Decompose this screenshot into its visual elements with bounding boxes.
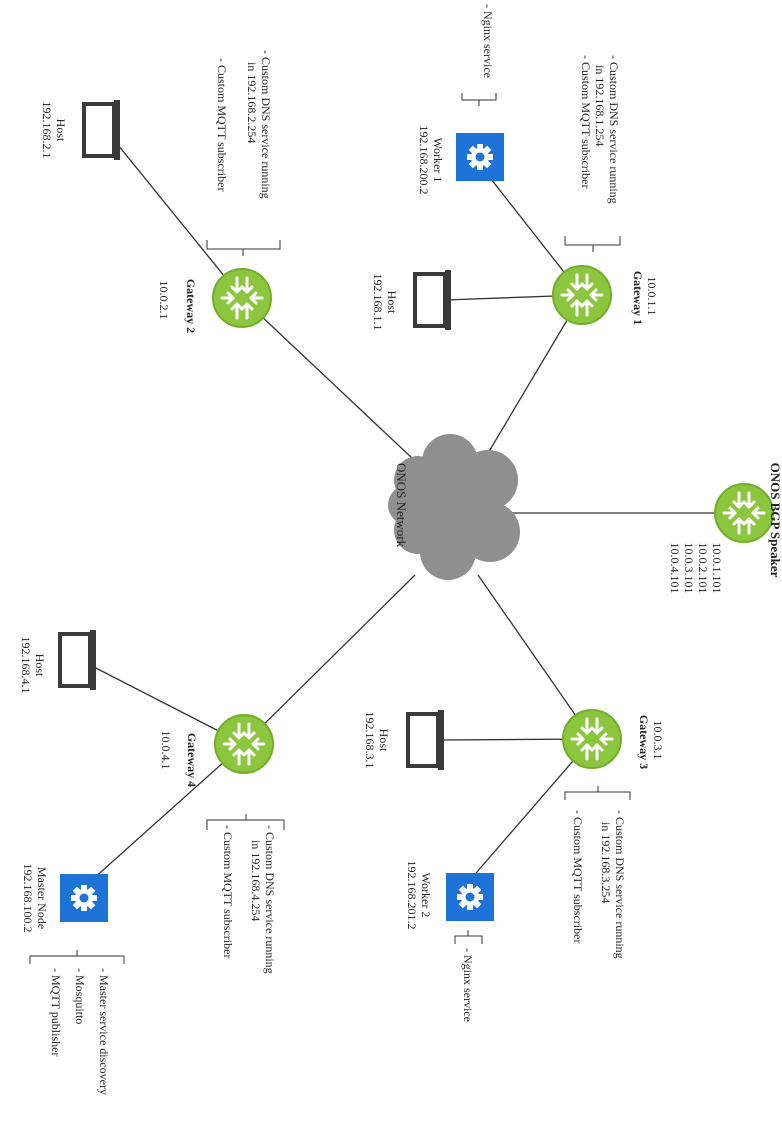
link-gw2-cloud	[241, 297, 431, 476]
master-node-ip: 192.168.100.2	[21, 864, 35, 933]
gateway-2-service-1: - Custom DNS service running	[259, 50, 273, 199]
gateway-2-service-2: in 192.168.2.254	[245, 62, 259, 143]
gateway-1-service-2: in 192.168.1.254	[593, 65, 607, 146]
gateway-1-name: Gateway 1	[631, 271, 645, 325]
gateway-1-ip: 10.0.1.1	[645, 277, 659, 316]
gateway-4-ip: 10.0.4.1	[159, 731, 173, 770]
speaker-ip-2: 10.0.2.101	[696, 543, 710, 594]
onos-network-cloud	[388, 434, 520, 580]
gateway-4-router-icon	[213, 713, 275, 775]
gateway-3-service-1: - Custom DNS service running	[613, 810, 627, 959]
gateway-3-name: Gateway 3	[637, 715, 651, 769]
master-service-2: - Mosquitto	[73, 968, 87, 1024]
worker-1-ip: 192.168.200.2	[417, 126, 431, 195]
gateway-2-service-3: - Custom MQTT subscriber	[215, 58, 229, 191]
link-gw3-cloud	[477, 574, 593, 740]
speaker-ip-4: 10.0.4.101	[668, 543, 682, 594]
bgp-speaker-router-icon	[713, 482, 775, 544]
host-1-ip: 192.168.1.1	[371, 274, 385, 331]
gateway-2-services-brace	[206, 240, 281, 256]
speaker-ip-3: 10.0.3.101	[682, 543, 696, 594]
master-service-3: - MQTT publisher	[49, 968, 63, 1056]
host-3-laptop-icon	[406, 708, 446, 772]
host-1-name: Host	[385, 291, 399, 314]
host-4-laptop-icon	[58, 628, 98, 692]
link-gw4-master	[91, 743, 245, 881]
link-gw3-worker2	[469, 738, 593, 881]
worker-1-name: Worker 1	[431, 138, 445, 183]
link-gw2-host2	[113, 139, 243, 299]
worker-2-gear-icon	[446, 873, 494, 921]
host-2-name: Host	[54, 119, 68, 142]
master-service-1: - Master service discovery	[97, 968, 111, 1095]
gateway-2-name: Gateway 2	[184, 279, 198, 333]
gateway-4-service-1: - Custom DNS service running	[263, 825, 277, 974]
gateway-3-services-brace	[564, 786, 631, 800]
gateway-3-service-3: - Custom MQTT subscriber	[571, 810, 585, 943]
host-3-name: Host	[377, 729, 391, 752]
host-1-laptop-icon	[413, 268, 453, 332]
master-node-name: Master Node	[35, 867, 49, 929]
gateway-1-service-1: - Custom DNS service running	[607, 55, 621, 204]
worker-2-service-1: - Nginx service	[461, 948, 475, 1022]
host-2-laptop-icon	[82, 98, 122, 162]
gateway-2-router-icon	[211, 267, 273, 329]
link-gw1-cloud	[477, 294, 583, 471]
speaker-ip-1: 10.0.1.101	[710, 543, 724, 594]
host-4-name: Host	[33, 654, 47, 677]
gateway-3-service-2: in 192.168.3.254	[599, 822, 613, 903]
gateway-4-service-2: in 192.168.4.254	[249, 840, 263, 921]
worker-1-gear-icon	[456, 133, 504, 181]
worker-1-services-brace	[461, 93, 497, 106]
worker-2-services-brace	[454, 930, 483, 944]
gateway-4-services-brace	[206, 814, 285, 830]
link-gw4-cloud	[243, 574, 416, 745]
host-2-ip: 192.168.2.1	[40, 102, 54, 159]
gateway-1-router-icon	[551, 264, 613, 326]
gateway-3-router-icon	[561, 708, 623, 770]
worker-2-ip: 192.168.201.2	[405, 861, 419, 930]
gateway-4-service-3: - Custom MQTT subscriber	[221, 825, 235, 958]
speaker-name: ONOS BGP Speaker	[768, 463, 782, 578]
master-node-services-brace	[29, 950, 125, 964]
gateway-3-ip: 10.0.3.1	[651, 721, 665, 760]
gateway-1-services-brace	[564, 236, 621, 252]
host-3-ip: 192.168.3.1	[363, 712, 377, 769]
gateway-1-service-3: - Custom MQTT subscriber	[579, 55, 593, 188]
cloud-label: ONOS Network	[394, 463, 409, 548]
worker-2-name: Worker 2	[419, 873, 433, 918]
worker-1-service-1: - Nginx service	[481, 4, 495, 78]
gateway-2-ip: 10.0.2.1	[157, 281, 171, 320]
master-node-gear-icon	[60, 874, 108, 922]
gateway-4-name: Gateway 4	[185, 733, 199, 787]
host-4-ip: 192.168.4.1	[19, 637, 33, 694]
